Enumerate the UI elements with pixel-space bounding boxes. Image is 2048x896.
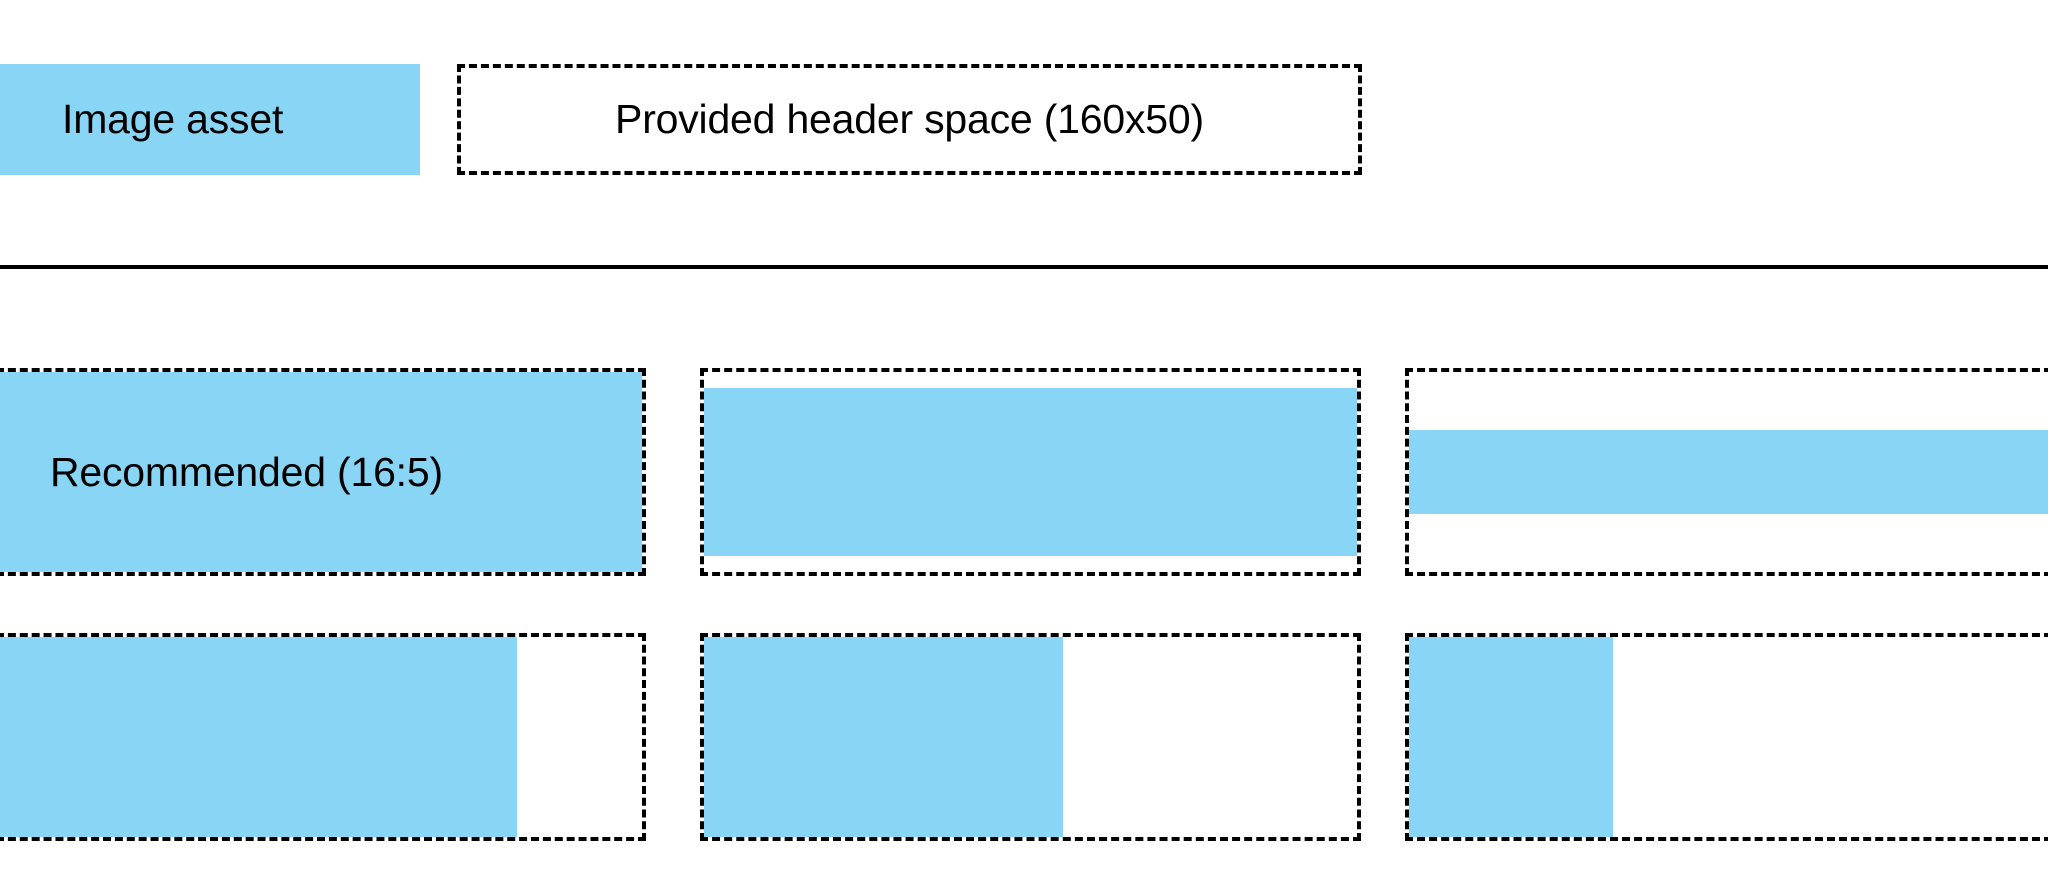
legend-image-asset-label: Image asset — [62, 96, 284, 142]
legend-image-asset-swatch: Image asset — [0, 64, 420, 175]
example-row-aspect: Recommended (16:5) — [0, 368, 2048, 576]
section-divider — [0, 265, 2048, 269]
example-cell-recommended-label: Recommended (16:5) — [50, 448, 443, 495]
asset-fill-tall-asset — [704, 388, 1357, 556]
example-cell-recommended: Recommended (16:5) — [0, 368, 646, 576]
example-cell-tall-asset — [700, 368, 1361, 576]
example-cell-width-narrow — [1405, 633, 2048, 841]
legend-header-space-outline: Provided header space (160x50) — [457, 64, 1362, 175]
asset-fill-recommended — [0, 372, 642, 572]
asset-fill-width-medium — [704, 637, 1064, 837]
example-cell-short-asset — [1405, 368, 2048, 576]
legend-header-space-label: Provided header space (160x50) — [615, 96, 1204, 142]
example-cell-width-wide — [0, 633, 646, 841]
asset-fill-short-asset — [1409, 430, 2048, 514]
example-grid: Recommended (16:5) — [0, 368, 2048, 841]
example-row-width — [0, 633, 2048, 841]
asset-fill-width-wide — [0, 637, 517, 837]
asset-fill-width-narrow — [1409, 637, 1614, 837]
example-cell-width-medium — [700, 633, 1361, 841]
